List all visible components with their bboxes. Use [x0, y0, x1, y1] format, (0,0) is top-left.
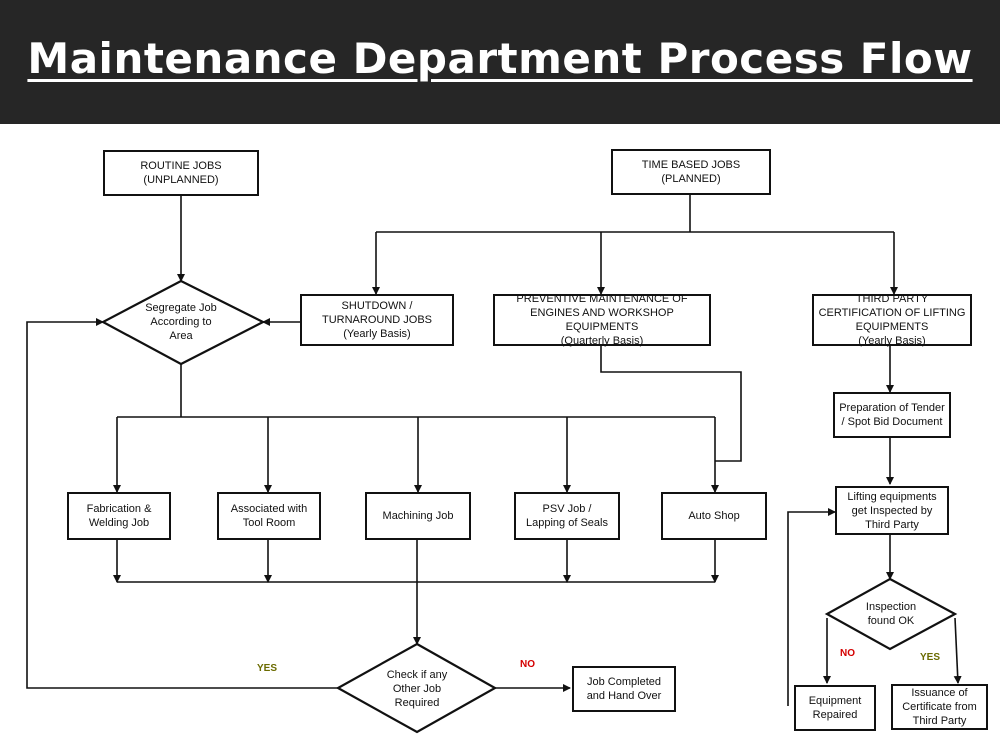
label-yes-issuance: YES — [920, 652, 941, 663]
node-issuance: Issuance of Certificate from Third Party — [891, 684, 988, 730]
node-time-based-jobs: TIME BASED JOBS (PLANNED) — [611, 149, 771, 195]
node-fabrication: Fabrication & Welding Job — [67, 492, 171, 540]
diamond-inspection — [824, 577, 958, 651]
arrow-check-loop-to-segregate — [26, 318, 338, 689]
node-shutdown: SHUTDOWN / TURNAROUND JOBS(Yearly Basis) — [300, 294, 454, 346]
arrow-decision-yes — [953, 617, 962, 684]
page-title: Maintenance Department Process Flow — [27, 34, 973, 83]
label-yes-loop: YES — [257, 663, 278, 674]
node-routine-jobs: ROUTINE JOBS (UNPLANNED) — [103, 150, 259, 196]
node-tool-room: Associated with Tool Room — [217, 492, 321, 540]
title-banner — [0, 0, 1000, 124]
node-psv: PSV Job / Lapping of Seals — [514, 492, 620, 540]
segregate-label: Segregate Job According to Area — [145, 302, 217, 342]
line-preventive-to-auto-shop — [600, 346, 742, 462]
diamond-check — [335, 642, 498, 734]
node-preventive: PREVENTIVE MAINTENANCE OF ENGINES AND WO… — [493, 293, 711, 347]
node-third-party: THIRD PARTY CERTIFICATION OF LIFTING EQU… — [812, 293, 972, 347]
node-lifting-inspected: Lifting equipments get Inspected by Thir… — [835, 486, 949, 535]
node-machining: Machining Job — [365, 492, 471, 540]
node-tender: Preparation of Tender / Spot Bid Documen… — [833, 392, 951, 438]
check-other-label: Check if any Other Job Required — [386, 669, 448, 709]
node-equipment-repaired: Equipment Repaired — [794, 685, 876, 731]
arrow-repaired-loop — [787, 508, 836, 706]
inspection-label: Inspection found OK — [865, 601, 917, 627]
label-no-repair: NO — [840, 648, 855, 659]
diamond-segregate — [100, 279, 266, 366]
node-auto-shop: Auto Shop — [661, 492, 767, 540]
label-no-completed: NO — [520, 659, 535, 670]
node-job-completed: Job Completed and Hand Over — [572, 666, 676, 712]
